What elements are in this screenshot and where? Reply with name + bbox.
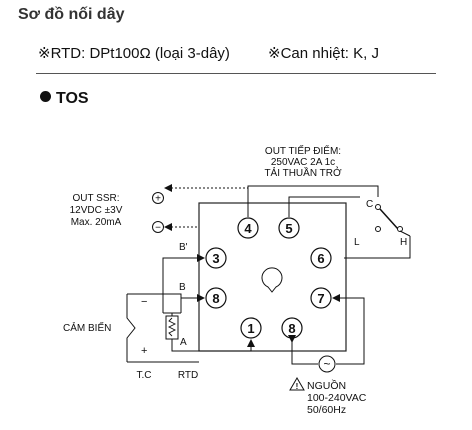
tc-minus-lead — [127, 293, 182, 298]
svg-text:7: 7 — [317, 291, 324, 306]
tc-plus-label: + — [141, 345, 147, 357]
contact-h — [397, 226, 403, 232]
wire-b-prime-label: B' — [179, 242, 188, 253]
rtd-note: ※RTD: DPt100Ω (loại 3-dây) — [38, 45, 230, 62]
tc-minus-label: − — [141, 296, 147, 308]
terminal-5: 5 — [278, 217, 300, 239]
relay-lead-5 — [288, 196, 360, 217]
page-title: Sơ đồ nối dây — [18, 6, 125, 23]
ssr-output-label-1: OUT SSR: — [72, 193, 119, 204]
terminal-7: 7 — [310, 287, 332, 309]
relay-output-label-3: TẢI THUẦN TRỞ — [264, 166, 342, 179]
svg-text:1: 1 — [247, 321, 254, 336]
power-lead-8 — [291, 340, 318, 365]
section-title: TOS — [56, 90, 89, 107]
ssr-minus-terminal: − — [152, 221, 164, 234]
power-lead-7 — [332, 294, 365, 365]
svg-text:~: ~ — [323, 357, 330, 371]
sensor-label: CẢM BIẾN — [63, 321, 111, 334]
ssr-output-label-2: 12VDC ±3V — [70, 205, 123, 216]
svg-text:!: ! — [296, 382, 299, 391]
terminal-3: 3 — [205, 247, 227, 269]
svg-text:4: 4 — [244, 221, 252, 236]
relay-common-lead — [247, 185, 379, 217]
bullet-icon — [40, 91, 51, 102]
contact-c-label: C — [366, 199, 373, 210]
contact-l-label: L — [354, 237, 360, 248]
contact-l — [375, 226, 381, 232]
warning-icon: ! — [289, 377, 305, 391]
wire-b-prime — [162, 254, 205, 313]
minus-symbol: − — [155, 223, 161, 234]
contact-h-label: H — [400, 237, 407, 248]
ssr-output-label-3: Max. 20mA — [71, 217, 122, 228]
svg-text:8: 8 — [212, 291, 219, 306]
plus-symbol: + — [155, 194, 161, 205]
svg-text:8: 8 — [288, 321, 295, 336]
relay-output-label-2: 250VAC 2A 1c — [271, 157, 335, 168]
terminal-4: 4 — [237, 217, 259, 239]
wire-b-label: B — [179, 282, 186, 293]
terminal-1: 1 — [240, 317, 262, 339]
svg-text:3: 3 — [212, 251, 219, 266]
power-label-2: 100-240VAC — [307, 392, 367, 404]
relay-output-label-1: OUT TIẾP ĐIỂM: — [265, 144, 341, 157]
terminal-8-left: 8 — [205, 287, 227, 309]
socket-key-icon — [261, 267, 283, 293]
thermocouple-note: ※Can nhiệt: K, J — [268, 45, 379, 62]
thermocouple-junction-icon — [126, 294, 136, 362]
svg-text:5: 5 — [285, 221, 292, 236]
tc-label: T.C — [137, 370, 152, 381]
wire-a — [171, 339, 255, 352]
ssr-plus-terminal: + — [152, 192, 164, 205]
power-label-1: NGUỒN — [307, 379, 346, 392]
ac-source-icon: ~ — [318, 355, 336, 373]
terminal-8-bottom: 8 — [281, 317, 303, 339]
rtd-label: RTD — [178, 370, 198, 381]
contact-c — [375, 204, 381, 210]
svg-text:6: 6 — [317, 251, 324, 266]
relay-lead-6 — [344, 236, 411, 259]
power-label-3: 50/60Hz — [307, 404, 346, 416]
divider — [36, 73, 436, 74]
terminal-6: 6 — [310, 247, 332, 269]
relay-contact-arm — [379, 208, 399, 230]
section-heading: TOS — [40, 90, 89, 108]
wire-a-label: A — [180, 337, 187, 348]
